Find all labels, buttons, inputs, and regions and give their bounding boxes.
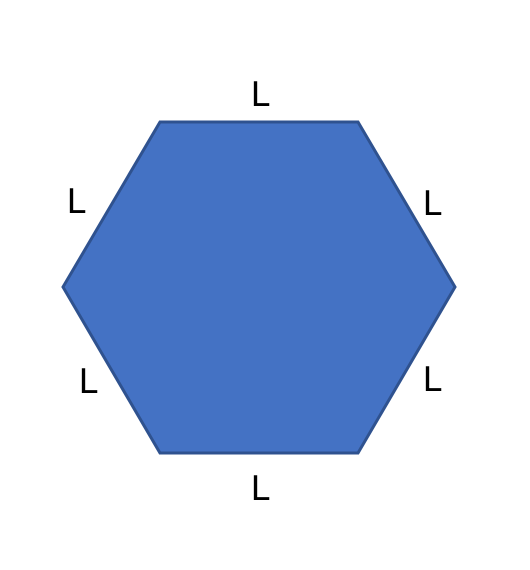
hexagon-shape bbox=[61, 120, 457, 455]
side-label-upper-right: L bbox=[423, 184, 442, 224]
side-label-upper-left: L bbox=[67, 182, 86, 222]
side-label-lower-right: L bbox=[423, 360, 442, 400]
side-label-top: L bbox=[251, 75, 270, 115]
side-label-lower-left: L bbox=[79, 362, 98, 402]
side-label-bottom: L bbox=[251, 469, 270, 509]
